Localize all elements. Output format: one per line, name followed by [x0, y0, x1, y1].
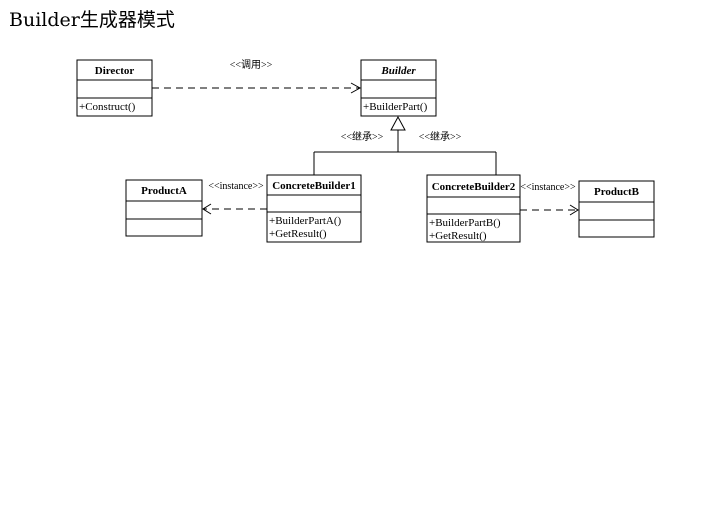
relation-label: <<调用>> — [230, 59, 273, 71]
class-name: Builder — [380, 65, 416, 77]
class-operation: +BuilderPartB() — [429, 217, 501, 229]
class-name: ConcreteBuilder2 — [432, 181, 516, 193]
class-operation: +Construct() — [79, 101, 136, 113]
relation-director-builder: <<调用>> — [152, 59, 362, 94]
class-name: ConcreteBuilder1 — [272, 180, 356, 192]
class-concrete-builder2: ConcreteBuilder2 +BuilderPartB() +GetRes… — [426, 174, 521, 243]
relation-label: <<instance>> — [208, 181, 264, 192]
relation-label: <<继承>> — [341, 130, 384, 143]
diagram-title: Builder生成器模式 — [9, 9, 175, 31]
class-name: ProductB — [594, 186, 640, 198]
relation-instance-b: <<instance>> — [520, 182, 579, 216]
class-director: Director +Construct() — [76, 59, 153, 117]
relation-label: <<继承>> — [419, 130, 462, 143]
class-product-b: ProductB — [578, 180, 655, 238]
relation-instance-a: <<instance>> — [202, 181, 267, 215]
class-concrete-builder1: ConcreteBuilder1 +BuilderPartA() +GetRes… — [266, 174, 362, 243]
class-operation: +BuilderPartA() — [269, 215, 342, 227]
class-operation: +GetResult() — [429, 230, 487, 242]
class-operation: +BuilderPart() — [363, 101, 428, 113]
class-builder: Builder +BuilderPart() — [360, 59, 437, 117]
relation-inheritance: <<继承>> <<继承>> — [313, 115, 497, 175]
class-product-a: ProductA — [125, 179, 203, 237]
relation-label: <<instance>> — [520, 182, 576, 193]
class-name: Director — [95, 65, 135, 77]
class-name: ProductA — [141, 185, 187, 197]
class-operation: +GetResult() — [269, 228, 327, 240]
